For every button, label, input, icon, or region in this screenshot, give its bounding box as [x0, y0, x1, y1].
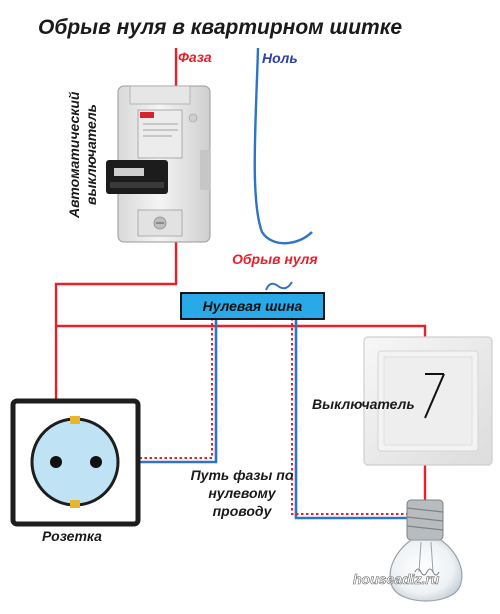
phase-path-caption-line1: Путь фазы по [191, 467, 294, 483]
neutral-break-stub [265, 281, 293, 291]
power-socket-icon [10, 398, 141, 527]
phase-path-overlay-lamp [291, 318, 414, 515]
socket-label: Розетка [42, 528, 102, 544]
switch-contact-blade [424, 373, 445, 419]
light-bulb-icon [389, 499, 463, 602]
neutral-bus-label: Нулевая шина [203, 298, 303, 314]
switch-label: Выключатель [312, 396, 415, 412]
page-title: Обрыв нуля в квартирном шитке [38, 16, 402, 39]
wall-switch-icon [363, 336, 493, 466]
phase-path-caption-line2: нулевому [208, 485, 277, 501]
neutral-wire-to-lamp [294, 318, 414, 520]
breaker-label-line2: выключатель [83, 104, 99, 205]
neutral-bus: Нулевая шина [180, 292, 325, 320]
neutral-wire-input [253, 47, 313, 245]
phase-wire-to-socket [54, 238, 178, 418]
circuit-breaker-icon [106, 85, 211, 243]
watermark-text: houseadiz.ru [353, 571, 440, 587]
neutral-label: Ноль [262, 50, 298, 66]
phase-label: Фаза [178, 49, 212, 65]
breaker-label-line1: Автоматический [66, 91, 82, 219]
phase-path-caption-line3: проводу [213, 503, 273, 519]
neutral-break-label: Обрыв нуля [232, 251, 318, 267]
